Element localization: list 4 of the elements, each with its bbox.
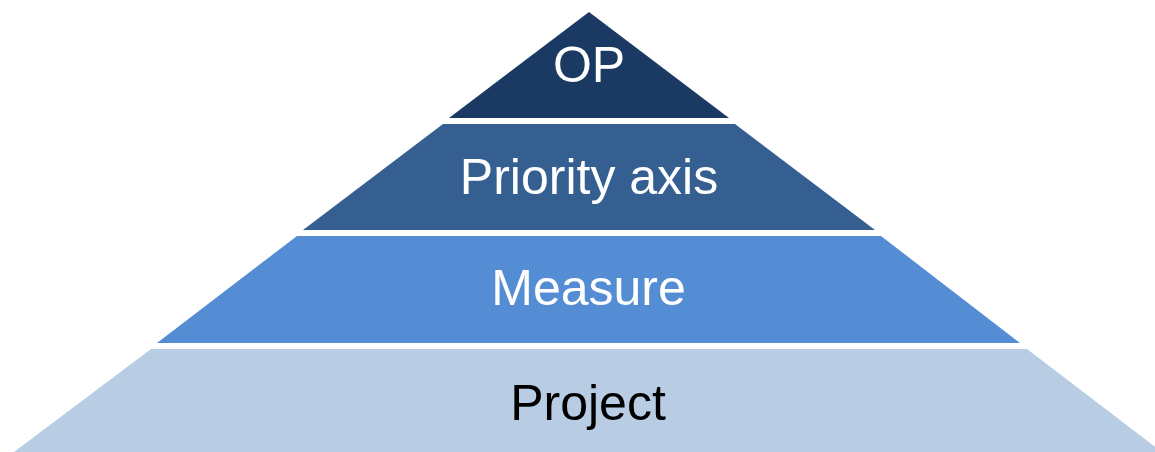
tier-label: Priority axis (459, 152, 719, 202)
tier-label: Project (510, 378, 666, 428)
tier-label: Measure (491, 263, 686, 313)
tier-label: OP (552, 40, 626, 90)
